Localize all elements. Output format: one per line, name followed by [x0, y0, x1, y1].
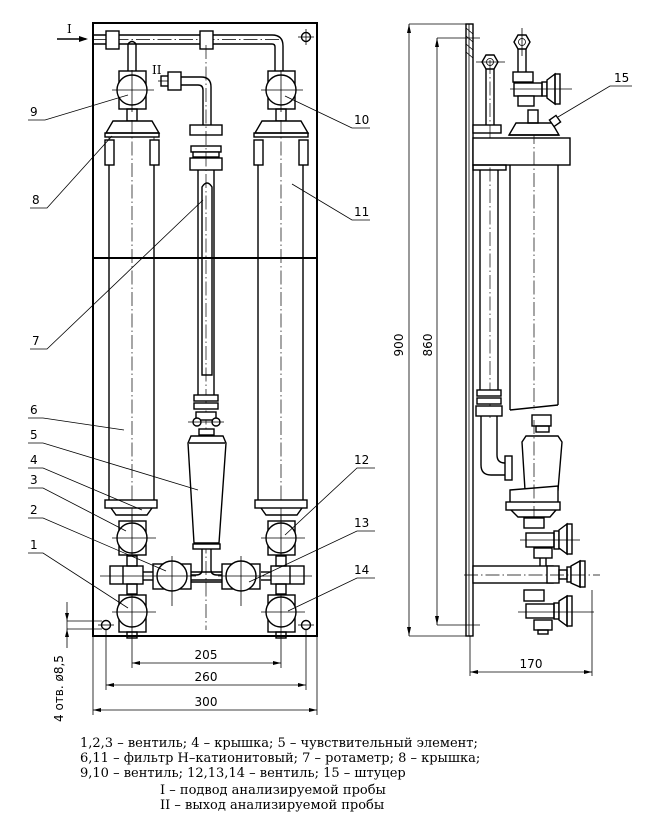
sensing-element-5 [177, 435, 236, 583]
side-view: 900 860 [392, 23, 632, 676]
side-valve-upper [520, 517, 580, 566]
tee-right [261, 555, 312, 595]
inlet-label: I [67, 22, 72, 36]
rotameter-7 [188, 45, 224, 630]
side-panel [465, 23, 474, 637]
callout-1: 1 [30, 538, 38, 552]
legend-line: 6,11 – фильтр Н–катионитовый; 7 – ротаме… [80, 751, 481, 766]
side-manifold [464, 559, 600, 589]
dimension-860: 860 [421, 334, 435, 357]
side-filter [472, 85, 632, 411]
dimension-260: 260 [195, 670, 218, 684]
callout-10: 10 [354, 113, 369, 127]
callout-2: 2 [30, 503, 38, 517]
callout-11: 11 [354, 205, 369, 219]
dimension-900: 900 [392, 334, 406, 357]
dimension-lines [65, 602, 318, 715]
valve-12 [261, 515, 305, 556]
side-valve-top [510, 28, 572, 107]
valve-10 [261, 70, 303, 122]
callout-7: 7 [32, 334, 40, 348]
callout-12: 12 [354, 453, 369, 467]
dimension-300: 300 [195, 695, 218, 709]
mounting-hole [98, 619, 114, 631]
filter-6 [104, 120, 161, 520]
side-rotameter [472, 54, 513, 481]
legend-line: 9,10 – вентиль; 12,13,14 – вентиль; 15 –… [80, 766, 406, 781]
tee-left [100, 555, 153, 595]
side-sensing-element [505, 414, 563, 520]
callout-4: 4 [30, 453, 38, 467]
valve-14 [261, 594, 305, 640]
front-view: I [28, 22, 375, 722]
callout-5: 5 [30, 428, 38, 442]
valve-1 [112, 594, 156, 640]
filter-11 [253, 120, 310, 520]
valve-9 [112, 70, 154, 122]
callout-6: 6 [30, 403, 38, 417]
callout-9: 9 [30, 105, 38, 119]
valve-13 [218, 556, 264, 606]
dimension-170: 170 [520, 657, 543, 671]
callout-8: 8 [32, 193, 40, 207]
callout-13: 13 [354, 516, 369, 530]
legend-line: II – выход анализируемой пробы [160, 798, 385, 813]
callout-3: 3 [30, 473, 38, 487]
legend-line: 1,2,3 – вентиль; 4 – крышка; 5 – чувстви… [80, 736, 478, 751]
legend-line: I – подвод анализируемой пробы [160, 783, 386, 798]
side-valve-lower [518, 589, 594, 635]
callout-15: 15 [614, 71, 629, 85]
holes-note: 4 отв. ø8,5 [52, 655, 66, 722]
outlet-fitting [158, 71, 212, 125]
supply-pipe [93, 30, 284, 72]
dimension-205: 205 [195, 648, 218, 662]
mounting-hole [298, 619, 314, 631]
inlet-arrow [57, 36, 88, 42]
callout-14: 14 [354, 563, 369, 577]
mounting-hole [298, 29, 314, 45]
valve-2 [150, 556, 196, 606]
fitting-15 [548, 114, 562, 128]
valve-3 [112, 515, 156, 556]
outlet-label: II [152, 63, 162, 77]
callout-leaders [28, 94, 375, 612]
